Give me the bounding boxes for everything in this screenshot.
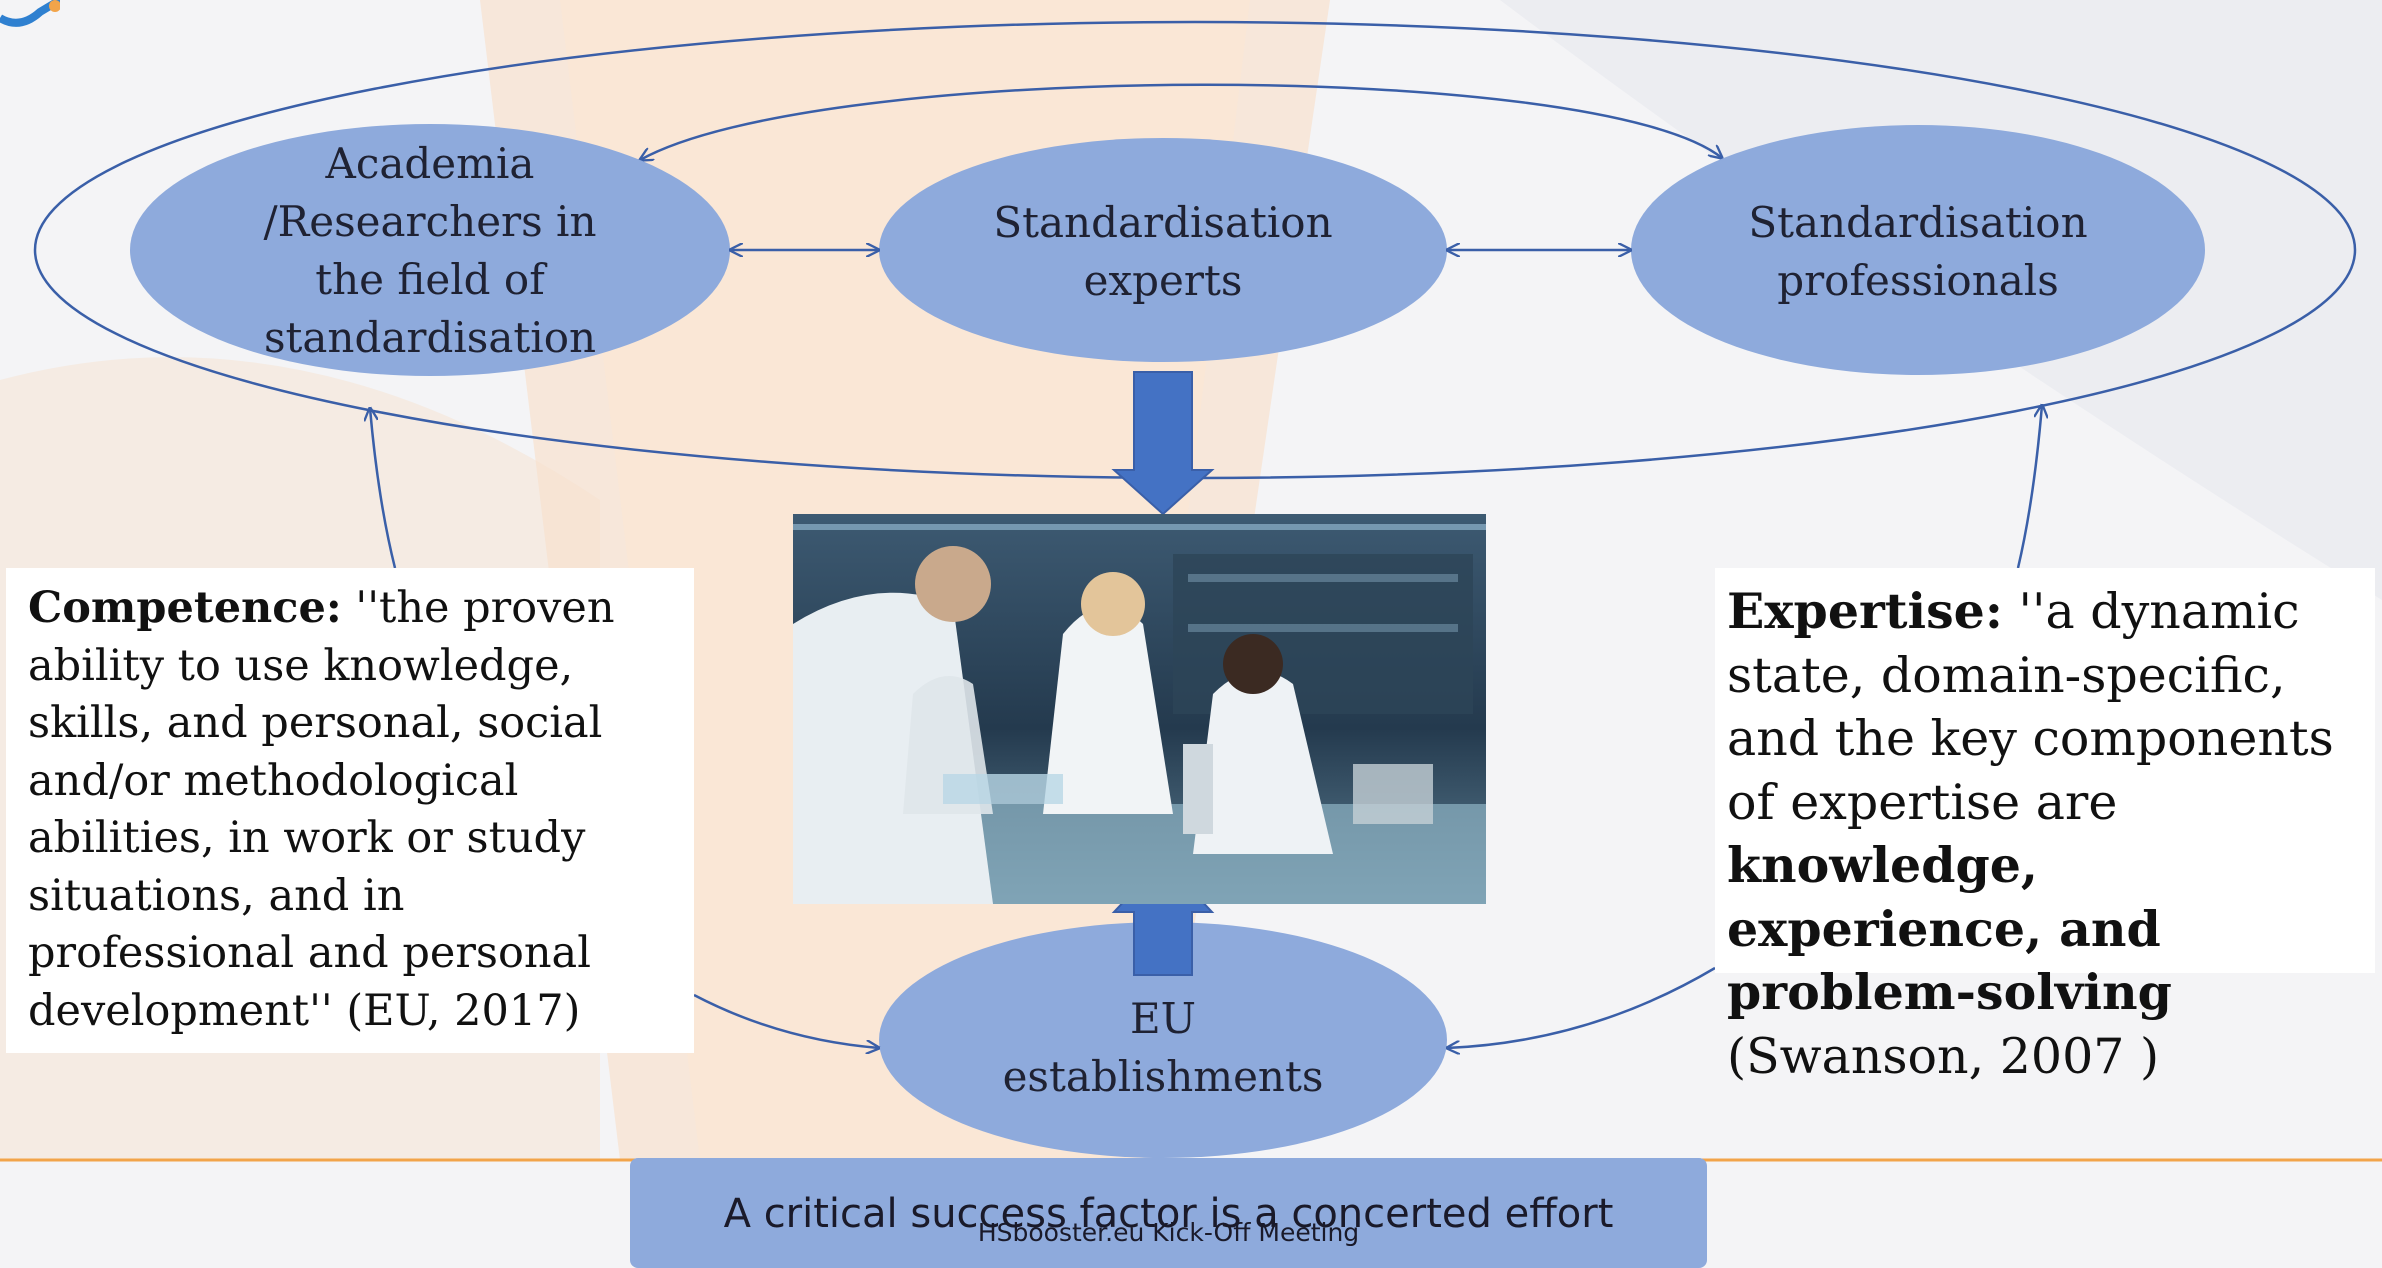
banner-text: A critical success factor is a concerted… <box>723 1191 1614 1237</box>
academia-label-line: Academia <box>325 139 535 188</box>
expertise-to-professionals-connector <box>2016 405 2042 569</box>
academia-node <box>130 124 730 376</box>
expertise-to-eu-connector <box>1447 966 1716 1048</box>
expertise-definition-text: ''a dynamic state, domain-specific, and … <box>1727 583 2334 831</box>
experts-label-line: Standardisation <box>993 198 1333 247</box>
experts-down-block-arrow <box>1111 371 1215 516</box>
eu-node <box>879 922 1447 1158</box>
experts-label-line: experts <box>1083 256 1243 305</box>
competence-term: Competence: <box>28 583 342 633</box>
competence-definition: Competence: ''the proven ability to use … <box>28 580 678 1040</box>
expertise-emphasis: knowledge, experience, and problem-solvi… <box>1727 836 2172 1021</box>
competence-to-academia-connector <box>370 408 397 569</box>
professionals-label: Standardisation professionals <box>1668 194 2168 310</box>
competence-definition-text: ''the proven ability to use knowledge, s… <box>28 583 615 1036</box>
experts-node <box>879 138 1447 362</box>
professionals-label-line: professionals <box>1777 256 2059 305</box>
eu-label-line: EU <box>1129 994 1197 1043</box>
expertise-citation: (Swanson, 2007 ) <box>1727 1027 2160 1085</box>
professionals-node <box>1631 125 2205 375</box>
success-factor-banner: A critical success factor is a concerted… <box>630 1158 1707 1268</box>
academia-label-line: standardisation <box>263 313 597 362</box>
academia-label: Academia /Researchers in the field of st… <box>180 135 680 367</box>
eu-label: EU establishments <box>913 990 1413 1106</box>
expertise-definition: Expertise: ''a dynamic state, domain-spe… <box>1727 580 2367 1088</box>
logo-icon <box>0 0 60 27</box>
competence-to-eu-connector <box>693 993 879 1048</box>
academia-label-line: the field of <box>315 255 545 304</box>
footer-meeting-label: HSbooster.eu Kick-Off Meeting <box>977 1218 1360 1247</box>
experts-label: Standardisation experts <box>913 194 1413 310</box>
top-arc-connector <box>640 83 1722 160</box>
expertise-definition-box: Expertise: ''a dynamic state, domain-spe… <box>1715 568 2375 1085</box>
expertise-term: Expertise: <box>1727 582 2003 640</box>
lab-photo <box>793 514 1486 904</box>
eu-label-line: establishments <box>1002 1052 1324 1101</box>
academia-label-line: /Researchers in <box>263 197 597 246</box>
competence-definition-box: Competence: ''the proven ability to use … <box>6 568 694 1053</box>
professionals-label-line: Standardisation <box>1748 198 2088 247</box>
